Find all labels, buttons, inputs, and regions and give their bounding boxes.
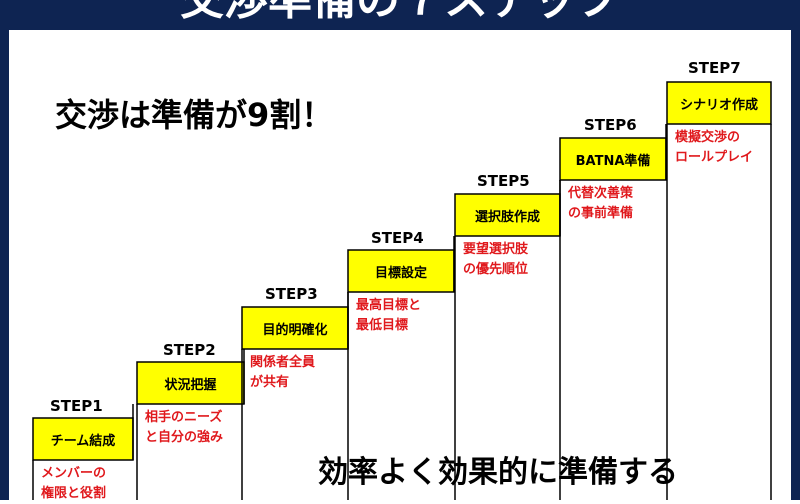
step-note-line-4-2: 最低目標 [356, 318, 409, 333]
step-name-4: 目標設定 [374, 265, 427, 281]
step-note-2: 相手のニーズと自分の強み [145, 408, 223, 448]
step-note-line-2-2: と自分の強み [145, 430, 224, 445]
step-label-3: STEP3 [265, 285, 318, 303]
step-name-5: 選択肢作成 [474, 209, 540, 225]
step-label-6: STEP6 [584, 116, 637, 134]
step-note-5: 要望選択肢の優先順位 [463, 240, 528, 280]
step-name-3: 目的明確化 [262, 322, 328, 338]
step-note-line-7-2: ロールプレイ [675, 150, 754, 165]
step-note-line-3-1: 関係者全員 [250, 355, 316, 370]
step-note-line-6-2: の事前準備 [568, 206, 634, 221]
step-name-7: シナリオ作成 [679, 97, 758, 113]
step-note-line-2-1: 相手のニーズ [145, 410, 223, 425]
step-name-2: 状況把握 [164, 377, 217, 393]
step-note-4: 最高目標と最低目標 [356, 296, 421, 336]
step-label-5: STEP5 [477, 172, 530, 190]
step-note-line-4-1: 最高目標と [356, 298, 422, 313]
page-title: 交渉準備の７ステップ [0, 0, 800, 24]
step-note-6: 代替次善策の事前準備 [568, 184, 633, 224]
step-note-line-5-2: の優先順位 [463, 262, 529, 277]
step-tread-5 [454, 193, 561, 237]
step-label-2: STEP2 [163, 341, 216, 359]
step-name-1: チーム結成 [50, 433, 116, 449]
step-tread-4 [347, 249, 455, 293]
step-note-line-3-2: が共有 [250, 375, 290, 390]
step-label-4: STEP4 [371, 229, 424, 247]
step-tread-1 [32, 417, 134, 461]
step-note-line-7-1: 模擬交渉の [675, 130, 741, 145]
step-tread-6 [559, 137, 667, 181]
step-note-3: 関係者全員が共有 [250, 353, 315, 393]
step-note-line-1-1: メンバーの [41, 466, 107, 481]
tagline: 効率よく効果的に準備する [318, 455, 678, 490]
step-name-6: BATNA準備 [575, 153, 651, 169]
step-note-1: メンバーの権限と役割 [41, 464, 106, 504]
title-banner: 交渉準備の７ステップ [0, 0, 800, 30]
step-note-7: 模擬交渉のロールプレイ [675, 128, 753, 168]
step-tread-7 [666, 81, 772, 125]
step-label-7: STEP7 [688, 59, 741, 77]
headline: 交渉は準備が9割！ [55, 96, 334, 134]
step-note-line-1-2: 権限と役割 [41, 486, 107, 501]
step-note-line-6-1: 代替次善策 [568, 186, 634, 201]
step-label-1: STEP1 [50, 397, 103, 415]
step-note-line-5-1: 要望選択肢 [463, 242, 529, 257]
